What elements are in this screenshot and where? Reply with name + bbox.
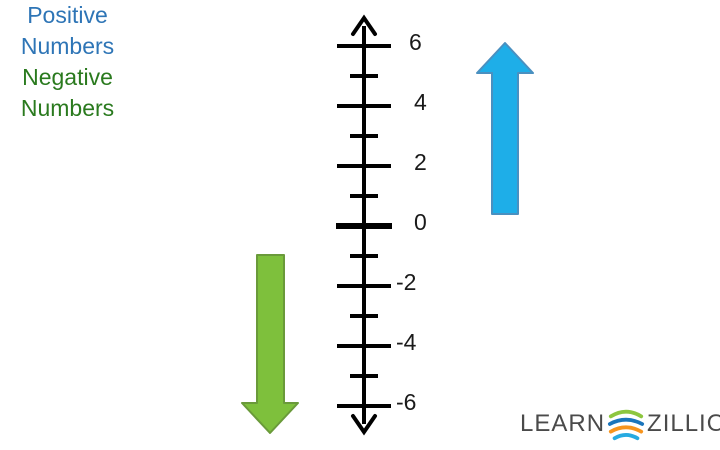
axis-arrowhead-up (351, 14, 377, 36)
positive-arrow (476, 42, 534, 215)
tick-label: 4 (414, 89, 427, 115)
negative-numbers-label: Negative Numbers (0, 62, 135, 124)
positive-numbers-label: Positive Numbers (0, 0, 135, 62)
negative-arrow (241, 254, 299, 434)
tick-label: -6 (396, 389, 417, 415)
tick-label: 6 (409, 29, 422, 55)
tick-label: -4 (396, 329, 417, 355)
logo-swirl-icon (607, 409, 645, 441)
positive-label-line2: Numbers (20, 33, 115, 59)
logo-text-learn: LEARN (520, 410, 606, 437)
learnzillion-logo: LEARN ZILLION (520, 402, 720, 446)
logo-text-zillion: ZILLION (647, 410, 720, 437)
tick-marks (336, 44, 392, 408)
negative-label-line1: Negative (22, 64, 113, 90)
negative-label-line2: Numbers (20, 95, 115, 121)
axis-arrowhead-down (351, 414, 377, 436)
tick-label: -2 (396, 269, 417, 295)
positive-label-line1: Positive (27, 2, 108, 28)
tick-label: 2 (414, 149, 427, 175)
tick-label: 0 (414, 209, 427, 235)
